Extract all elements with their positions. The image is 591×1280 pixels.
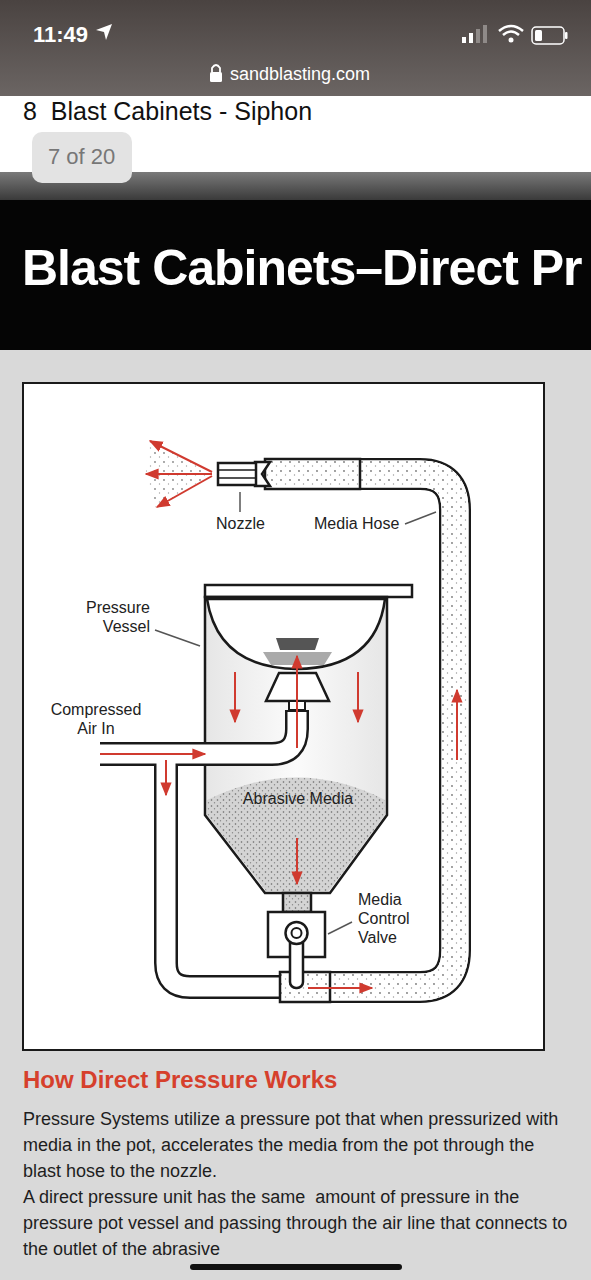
prev-page-title: 8 Blast Cabinets - Siphon bbox=[23, 96, 312, 126]
status-bar bbox=[96, 24, 112, 40]
callout-label: Nozzle bbox=[214, 514, 267, 533]
diagram-frame bbox=[23, 383, 544, 1050]
flow-arrow bbox=[357, 672, 359, 722]
status-bar bbox=[469, 33, 473, 43]
status-bar bbox=[210, 72, 222, 82]
callout-label: Compressed Air In bbox=[40, 700, 152, 738]
media-control-valve bbox=[286, 922, 308, 944]
callout-label: Pressure Vessel bbox=[58, 598, 152, 636]
nozzle bbox=[146, 440, 360, 508]
status-bar bbox=[509, 38, 514, 43]
status-bar bbox=[535, 30, 542, 41]
flow-arrow bbox=[296, 656, 298, 748]
status-bar bbox=[0, 0, 591, 96]
status-bar bbox=[532, 27, 564, 44]
page-ground bbox=[0, 350, 591, 1280]
body-text: A direct pressure unit has the same amou… bbox=[23, 1184, 571, 1262]
pressure-vessel bbox=[205, 585, 412, 597]
page-title: Blast Cabinets–Direct Pr bbox=[22, 238, 582, 298]
nozzle bbox=[146, 440, 212, 508]
nozzle bbox=[218, 469, 256, 471]
media-control-valve bbox=[283, 893, 311, 912]
callout-label: Media Control Valve bbox=[356, 890, 436, 948]
home-indicator bbox=[190, 1264, 402, 1270]
nozzle bbox=[218, 463, 256, 485]
flow-arrow bbox=[296, 838, 298, 884]
status-bar bbox=[483, 25, 487, 43]
callout-label: Media Hose bbox=[312, 514, 401, 533]
counter-text: 7 of 20 bbox=[48, 144, 115, 170]
media-control-valve bbox=[268, 893, 330, 1002]
leader-line bbox=[405, 512, 436, 524]
flow-arrow bbox=[234, 672, 236, 722]
air-pipe bbox=[166, 754, 284, 987]
status-bar bbox=[503, 32, 519, 36]
status-bar bbox=[462, 37, 466, 43]
status-bar bbox=[476, 29, 480, 43]
section-heading: How Direct Pressure Works bbox=[23, 1066, 337, 1095]
nozzle bbox=[265, 459, 360, 489]
leader-line bbox=[155, 492, 436, 934]
flow-arrow bbox=[165, 760, 167, 795]
flow-arrow bbox=[308, 987, 372, 989]
nozzle bbox=[218, 477, 256, 479]
media-control-valve bbox=[292, 928, 302, 938]
status-bar bbox=[0, 0, 591, 96]
leader-line bbox=[239, 492, 241, 512]
flow-arrow bbox=[100, 441, 457, 988]
flow-arrow bbox=[456, 690, 458, 760]
media-label: Abrasive Media bbox=[228, 789, 368, 808]
page-counter: 7 of 20 bbox=[32, 132, 132, 183]
title-banner bbox=[0, 200, 591, 350]
status-bar bbox=[212, 65, 220, 72]
status-time: 11:49 bbox=[33, 22, 88, 48]
body-text: Pressure Systems utilize a pressure pot … bbox=[23, 1106, 571, 1184]
abrasive-media bbox=[207, 778, 385, 892]
leader-line bbox=[328, 922, 352, 934]
leader-line bbox=[155, 630, 200, 646]
status-bar bbox=[565, 32, 568, 39]
pressure-vessel bbox=[205, 585, 412, 893]
flow-arrow bbox=[150, 441, 212, 472]
air-pipe bbox=[166, 754, 282, 987]
flow-arrow bbox=[157, 476, 212, 507]
url-text: sandblasting.com bbox=[230, 64, 370, 86]
pressure-vessel bbox=[276, 638, 319, 650]
flow-arrow bbox=[146, 473, 212, 475]
flow-arrow bbox=[100, 753, 205, 755]
